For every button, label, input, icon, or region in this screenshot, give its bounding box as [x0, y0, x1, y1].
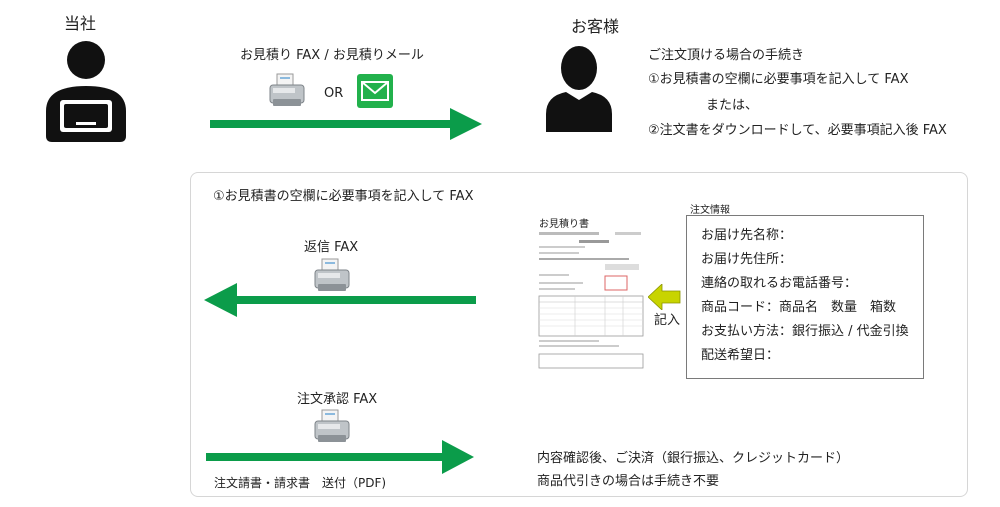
info-title: 注文情報 [690, 205, 730, 216]
fax-machine-icon [314, 409, 350, 442]
instruction-line-1: ご注文頂ける場合の手続き [648, 48, 805, 63]
info-row-phone: 連絡の取れるお電話番号： [701, 276, 858, 291]
instruction-line-4: ②注文書をダウンロードして、必要事項記入後 FAX [648, 123, 947, 138]
reply-fax-label: 返信 FAX [304, 240, 359, 255]
info-row-delivery-date: 配送希望日： [701, 348, 780, 363]
order-info-box: お届け先名称： お届け先住所： 連絡の取れるお電話番号： 商品コード：商品名 数… [686, 215, 924, 379]
company-label: 当社 [64, 14, 97, 33]
info-row-payment: お支払い方法：銀行振込 / 代金引換 [701, 324, 909, 339]
panel-title: ①お見積書の空欄に必要事項を記入して FAX [213, 189, 474, 204]
send-quote-arrow [210, 108, 482, 140]
procedure-panel [190, 172, 968, 497]
approve-fax-arrow [206, 440, 474, 474]
send-quote-label: お見積り FAX / お見積りメール [240, 48, 424, 63]
fax-machine-icon [269, 73, 305, 106]
mail-icon [357, 74, 393, 108]
person-laptop-icon [46, 41, 126, 142]
confirm-line-1: 内容確認後、ご決済（銀行振込、クレジットカード） [537, 451, 850, 466]
info-row-product: 商品コード：商品名 数量 箱数 [701, 300, 897, 315]
quote-document: お見積り書 [535, 212, 647, 370]
or-label: OR [324, 86, 344, 101]
fill-in-label: 記入 [654, 313, 681, 328]
fax-machine-icon [314, 258, 350, 291]
approve-fax-label: 注文承認 FAX [297, 392, 378, 407]
customer-label: お客様 [571, 17, 620, 36]
doc-title: お見積り書 [539, 219, 589, 230]
instruction-line-3: または、 [706, 98, 759, 113]
person-icon [546, 46, 612, 132]
instruction-line-2: ①お見積書の空欄に必要事項を記入して FAX [648, 72, 909, 87]
info-row-delivery-address: お届け先住所： [701, 252, 793, 267]
confirm-line-2: 商品代引きの場合は手続き不要 [537, 474, 720, 489]
info-row-delivery-name: お届け先名称： [701, 228, 793, 243]
send-docs-label: 注文請書・請求書 送付（PDF) [214, 476, 387, 490]
document-lines [538, 232, 644, 369]
fill-in-arrow-icon [648, 284, 681, 310]
reply-fax-arrow [204, 283, 476, 317]
